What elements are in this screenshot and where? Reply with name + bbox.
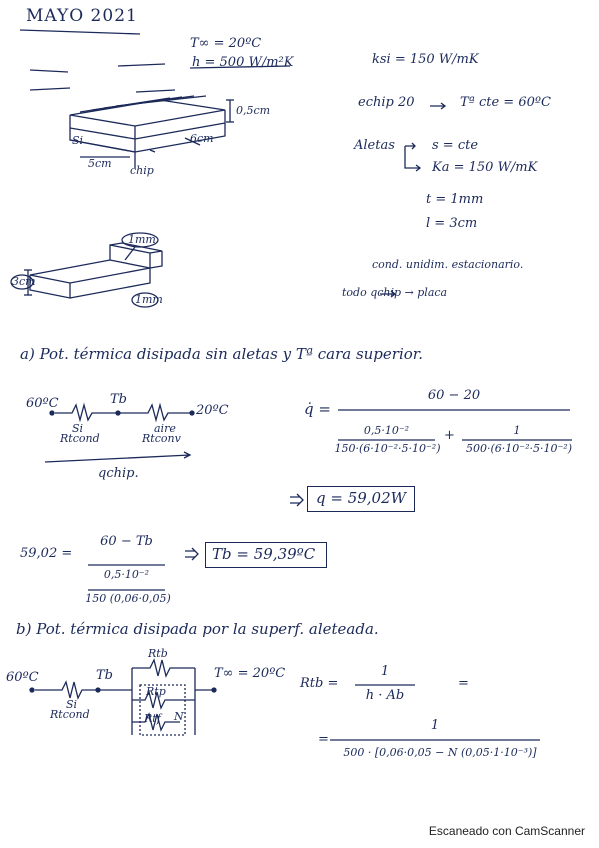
arrow <box>430 102 447 110</box>
plate-sketch-1 <box>69 95 234 168</box>
todo-label: todo qchip → placa <box>342 286 448 299</box>
part-b-heading: b) Pot. térmica disipada por la superf. … <box>16 620 379 638</box>
dash-line <box>135 89 176 93</box>
l-length-label: l = 3cm <box>426 216 478 231</box>
h-underline <box>189 65 291 69</box>
q-formula-lhs: q̇ = <box>304 400 331 418</box>
circuit-b-r1: Rtcond <box>50 708 90 721</box>
rtb-formula-eq: = <box>458 676 469 691</box>
dim-3cm: 3cm <box>12 275 36 288</box>
chip-label: chip <box>130 164 154 177</box>
q-formula-num: 60 − 20 <box>427 388 481 403</box>
circuit-a-r2: Rtconv <box>142 432 181 445</box>
page-title: MAYO 2021 <box>26 6 138 26</box>
e-chip-label: echip 20 <box>358 95 415 110</box>
q-formula-d1-num: 0,5·10⁻² <box>363 424 410 437</box>
t-cte-label: Tª cte = 60ºC <box>460 95 551 110</box>
rtb-formula-num: 1 <box>380 664 390 679</box>
circuit-b-t-inf: T∞ = 20ºC <box>214 666 286 681</box>
arrow <box>380 290 397 298</box>
scanner-watermark: Escaneado con CamScanner <box>428 824 585 838</box>
dim-length: 5cm <box>88 157 112 170</box>
circuit-b-t-left: 60ºC <box>6 670 39 685</box>
tb-formula-lhs: 59,02 = <box>20 546 73 561</box>
circuit-a-r2-sup: aire <box>154 422 176 435</box>
dash-line <box>117 63 166 67</box>
tb-formula-num: 60 − Tb <box>100 534 153 549</box>
title-underline <box>19 29 141 35</box>
circuit-a-r1-sup: Si <box>72 422 84 435</box>
circuit-a <box>44 402 195 463</box>
implies <box>185 547 199 561</box>
dim-width: 6cm <box>190 132 214 145</box>
tb-formula-d-num: 0,5·10⁻² <box>103 568 150 581</box>
rtb-formula-lhs: Rtb = <box>300 676 339 691</box>
q-result: q = 59,02W <box>316 489 407 507</box>
aletas-label: Aletas <box>354 138 395 153</box>
dim-thickness: 0,5cm <box>236 104 271 117</box>
dash-line <box>29 69 69 73</box>
cond-label: cond. unidim. estacionario. <box>372 258 524 271</box>
rtb-expand-prefix: = <box>318 732 329 747</box>
circuit-b-rtb: Rtb <box>148 647 168 660</box>
tb-result-box <box>205 542 327 568</box>
arrow <box>404 146 422 172</box>
q-formula-d2-num: 1 <box>513 424 521 437</box>
rtb-expand-den: 500 · [0,06·0,05 − N (0,05·1·10⁻³)] <box>343 746 537 759</box>
k-a-label: Ka = 150 W/mK <box>432 160 538 175</box>
q-result-box <box>307 486 415 512</box>
si-label: Si <box>72 134 84 147</box>
circuit-a-r1: Rtcond <box>60 432 100 445</box>
t-thickness-label: t = 1mm <box>426 192 484 207</box>
circuit-b <box>29 658 217 736</box>
implies <box>290 493 304 507</box>
dim-1mm-bottom: 1mm <box>135 293 163 306</box>
dim-1mm-top: 1mm <box>128 233 156 246</box>
part-a-heading: a) Pot. térmica disipada sin aletas y Tª… <box>20 345 424 363</box>
plate-sketch-2 <box>10 232 163 308</box>
k-si-label: ksi = 150 W/mK <box>372 52 479 67</box>
t-inf-label: T∞ = 20ºC <box>190 36 262 51</box>
s-cte-label: s = cte <box>432 138 479 153</box>
circuit-b-rtf: Rtf <box>144 712 161 725</box>
rtb-expand-num: 1 <box>430 718 440 733</box>
circuit-b-rtp: Rtp <box>146 685 166 698</box>
tb-formula-d-den: 150 (0,06·0,05) <box>85 592 171 605</box>
circuit-b-tb: Tb <box>96 668 113 683</box>
rtb-formula-den: h · Ab <box>365 688 405 703</box>
circuit-a-t-right: 20ºC <box>196 403 229 418</box>
circuit-b-r1-sup: Si <box>66 698 78 711</box>
circuit-a-t-left: 60ºC <box>26 396 59 411</box>
q-formula-d2-den: 500·(6·10⁻²·5·10⁻²) <box>466 442 572 455</box>
dash-line <box>29 87 71 91</box>
tb-result: Tb = 59,39ºC <box>212 545 316 563</box>
circuit-b-n: N <box>174 710 184 723</box>
arrow <box>405 142 416 150</box>
q-formula-plus: + <box>444 428 455 443</box>
circuit-a-flow: qchip. <box>98 466 139 481</box>
h-label: h = 500 W/m²K <box>192 55 294 70</box>
circuit-a-tb: Tb <box>110 392 127 407</box>
q-formula-d1-den: 150·(6·10⁻²·5·10⁻²) <box>334 442 441 455</box>
